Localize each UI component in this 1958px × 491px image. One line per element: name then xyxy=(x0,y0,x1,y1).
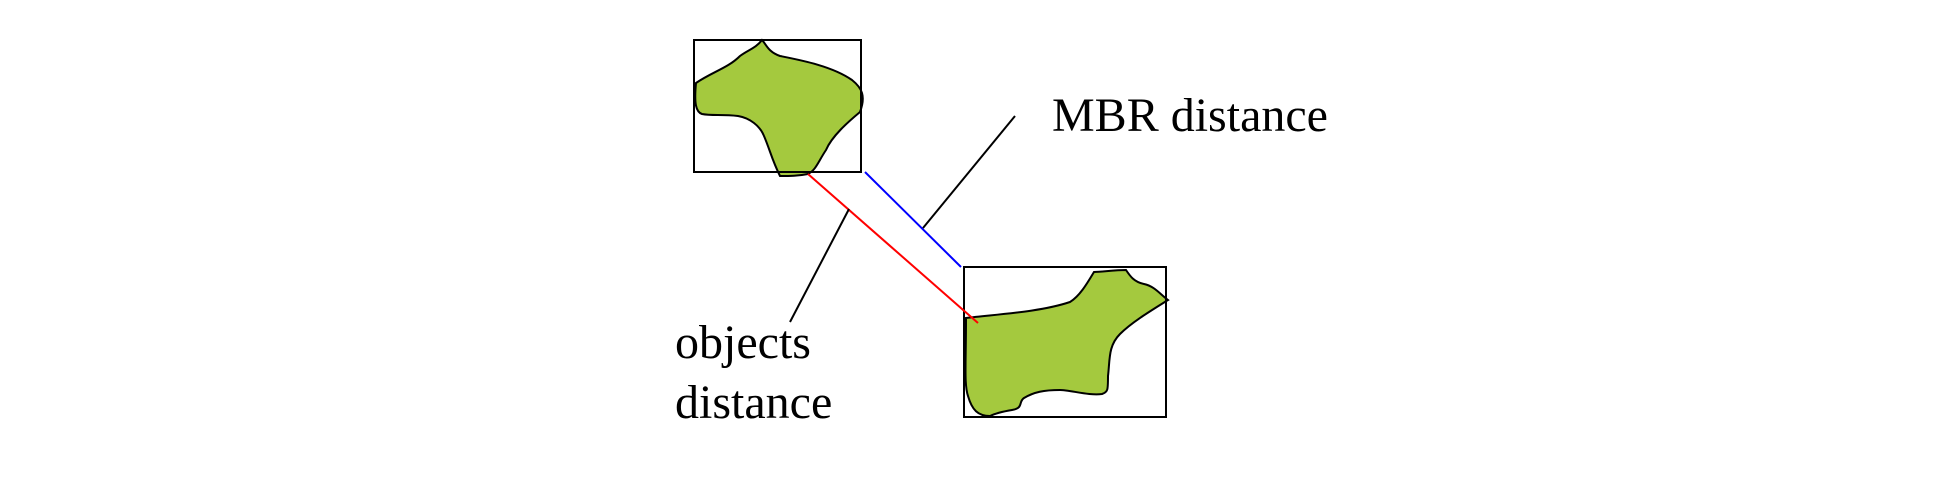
mbr-box-2 xyxy=(963,266,1167,418)
objects-label-leader xyxy=(789,208,850,323)
mbr-label-leader xyxy=(922,115,1016,229)
object-2-shape xyxy=(964,268,1170,418)
object-1-shape xyxy=(694,38,864,178)
mbr-distance-label: MBR distance xyxy=(1052,89,1328,142)
mbr-distance-line xyxy=(864,171,962,268)
mbr-box-1 xyxy=(693,39,862,173)
objects-distance-line xyxy=(807,173,979,324)
objects-distance-label-line1: objects xyxy=(675,316,811,369)
objects-distance-label-line2: distance xyxy=(675,376,832,429)
